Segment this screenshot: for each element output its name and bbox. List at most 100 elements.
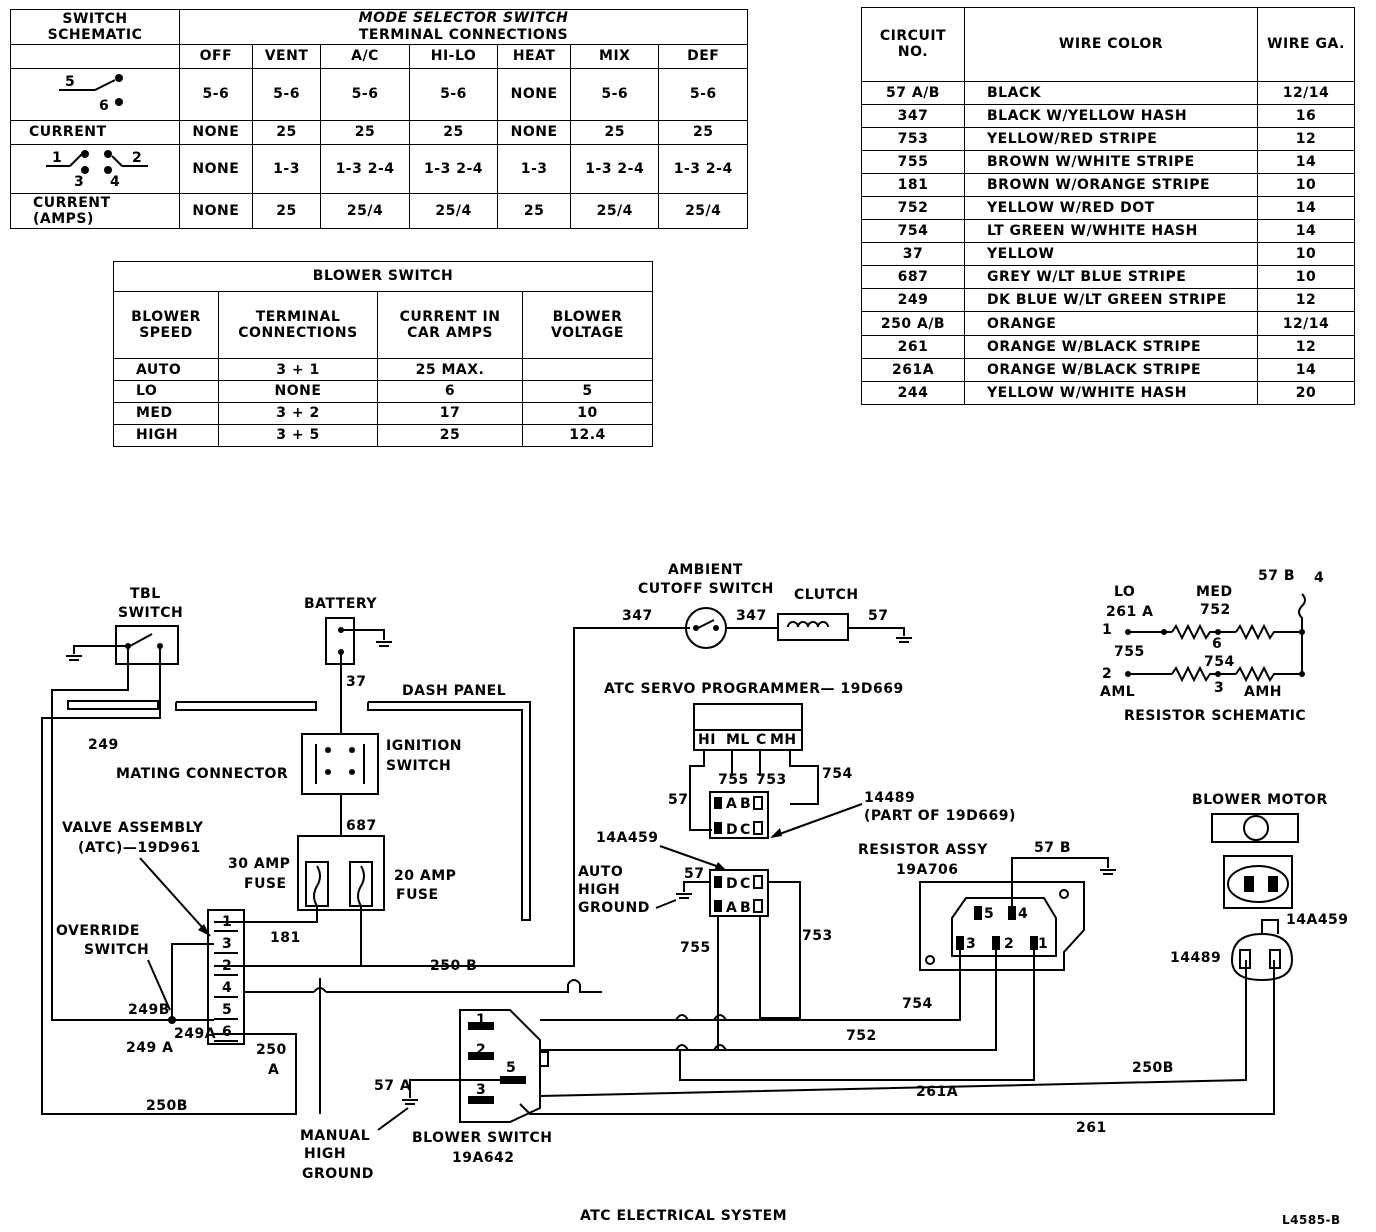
wire-347-a: 347 <box>622 608 653 624</box>
rs-aml: AML <box>1100 684 1135 700</box>
wire-250b: 250 B <box>430 958 477 974</box>
current-label: CURRENT <box>10 119 180 145</box>
circuit-no-header: CIRCUIT NO. <box>861 7 965 82</box>
wire-754: 754 <box>902 996 933 1012</box>
manual-ground-1: MANUAL <box>300 1128 370 1144</box>
override-label-1: OVERRIDE <box>56 923 140 939</box>
blower-switch-label: BLOWER SWITCH <box>412 1130 552 1146</box>
conn-c-1: C <box>740 822 751 838</box>
wire-color: GREY W/LT BLUE STRIPE <box>964 265 1258 290</box>
resistor-assy-num: 19A706 <box>896 862 959 878</box>
circuit-no: 752 <box>861 195 965 221</box>
blower-motor-label: BLOWER MOTOR <box>1192 792 1328 808</box>
resistor-term-5: 5 <box>984 906 994 922</box>
mode-cell: 25 <box>251 193 322 229</box>
wire-color: YELLOW W/WHITE HASH <box>964 380 1258 406</box>
ambient-switch <box>685 607 727 649</box>
mode-cell: NONE <box>179 119 253 145</box>
conn-a-2: A <box>726 900 737 916</box>
wire-gauge: 12/14 <box>1257 311 1355 336</box>
wire-ga-header: WIRE GA. <box>1257 7 1355 82</box>
resistor-term-3: 3 <box>966 936 976 952</box>
rs-755: 755 <box>1114 644 1145 660</box>
schem-num-6: 6 <box>99 98 109 114</box>
auto-high-ground-1: AUTO <box>578 864 623 880</box>
wire-249b: 249B <box>128 1002 170 1018</box>
mode-cell: 5-6 <box>179 67 253 121</box>
mode-cell: 5-6 <box>658 67 748 121</box>
conn-d-2: D <box>726 876 738 892</box>
blower-cell: 3 + 5 <box>218 423 378 448</box>
override-label-2: SWITCH <box>84 942 149 958</box>
fuse30-label-1: 30 AMP <box>228 856 290 872</box>
wire-gauge: 12 <box>1257 126 1355 151</box>
rs-med: MED <box>1196 584 1233 600</box>
valve-terminal-1: 1 <box>222 914 232 930</box>
wire-color: YELLOW <box>964 242 1258 267</box>
current-in-car-header: CURRENT IN CAR AMPS <box>377 290 523 360</box>
wire-755-servo: 755 <box>718 772 749 788</box>
ambient-label-1: AMBIENT <box>668 562 743 578</box>
wire-color: ORANGE W/BLACK STRIPE <box>964 334 1258 359</box>
wire-753: 753 <box>802 928 833 944</box>
wire-249a: 249 A <box>126 1040 173 1056</box>
rs-261a: 261 A <box>1106 604 1153 620</box>
rs-1: 1 <box>1102 622 1112 638</box>
terminal-connections-header: TERMINAL CONNECTIONS <box>218 290 378 360</box>
servo-programmer-box <box>693 703 803 751</box>
blower-cell: 25 MAX. <box>377 358 523 381</box>
mode-cell: 1-3 2-4 <box>570 143 660 195</box>
mode-cell: 1-3 <box>497 143 572 195</box>
ambient-label-2: CUTOFF SWITCH <box>638 581 774 597</box>
auto-high-ground-2: HIGH <box>578 882 620 898</box>
wire-gauge: 14 <box>1257 149 1355 174</box>
mode-cell: 5-6 <box>570 67 660 121</box>
bsw-term-5: 5 <box>506 1060 516 1076</box>
battery-label: BATTERY <box>304 596 377 612</box>
valve-assembly-box <box>207 909 245 1045</box>
mode-cell: 25/4 <box>408 193 499 229</box>
blower-cell: AUTO <box>113 358 219 381</box>
servo-label: ATC SERVO PROGRAMMER— 19D669 <box>604 681 904 697</box>
conn-d-1: D <box>726 822 738 838</box>
resistor-term-1: 1 <box>1038 936 1048 952</box>
wire-gauge: 12/14 <box>1257 80 1355 105</box>
rs-752: 752 <box>1200 602 1231 618</box>
fuse20-label-1: 20 AMP <box>394 868 456 884</box>
switch-schematic-header: SWITCH SCHEMATIC <box>10 9 180 45</box>
conn-a-1: A <box>726 796 737 812</box>
wire-57-servo: 57 <box>668 792 688 808</box>
rs-754: 754 <box>1204 654 1235 670</box>
auto-high-ground-3: GROUND <box>578 900 650 916</box>
wire-181: 181 <box>270 930 301 946</box>
mode-cell: 1-3 <box>251 143 322 195</box>
manual-ground-2: HIGH <box>304 1146 346 1162</box>
wire-250a-2: A <box>268 1062 279 1078</box>
schematic-2: 1 2 3 4 <box>10 143 180 195</box>
wire-57-auto: 57 <box>684 866 704 882</box>
blower-cell: 25 <box>377 423 523 448</box>
bsw-term-2: 2 <box>476 1042 486 1058</box>
valve-terminal-4: 4 <box>222 980 232 996</box>
mode-cell: 5-6 <box>320 67 410 121</box>
mode-cell: 1-3 2-4 <box>320 143 410 195</box>
blower-speed-header: BLOWER SPEED <box>113 290 219 360</box>
wire-gauge: 10 <box>1257 172 1355 197</box>
wire-347-b: 347 <box>736 608 767 624</box>
mode-cell: 1-3 2-4 <box>658 143 748 195</box>
mode-cell: 25 <box>320 119 410 145</box>
part-14a459-label: 14A459 <box>596 830 659 846</box>
wire-57b-resistor: 57 B <box>1034 840 1071 856</box>
blank-cell <box>10 44 180 69</box>
ignition-label-1: IGNITION <box>386 738 462 754</box>
